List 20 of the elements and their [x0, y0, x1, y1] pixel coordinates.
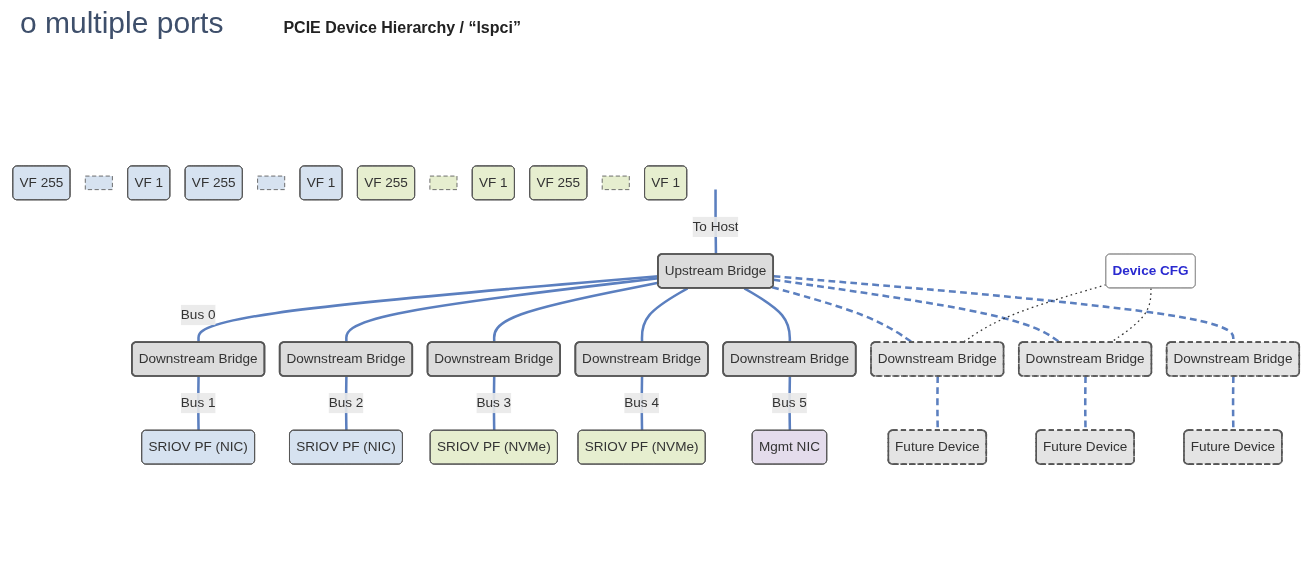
node-box: [428, 175, 457, 191]
slide-heading: o multiple ports: [20, 6, 224, 39]
connector: [640, 287, 688, 343]
connector: [344, 276, 658, 343]
connector: [772, 278, 1061, 344]
edge-label: Bus 2: [328, 395, 363, 410]
edge-label: Bus 4: [623, 395, 659, 410]
connector: [196, 275, 658, 343]
diagram-title: PCIE Device Hierarchy / “lspci”: [283, 19, 521, 37]
node-box: [84, 175, 113, 191]
connector: [773, 275, 1235, 343]
edge-label: Bus 5: [771, 395, 807, 410]
edge-label: Bus 0: [180, 307, 215, 322]
connector: [743, 287, 791, 343]
node-box: [601, 175, 630, 191]
edge-label: Bus 3: [475, 395, 511, 410]
edge-label: To Host: [692, 219, 739, 234]
connector: [771, 286, 913, 344]
node-box: [256, 175, 285, 191]
edge-label: Bus 1: [180, 395, 215, 410]
